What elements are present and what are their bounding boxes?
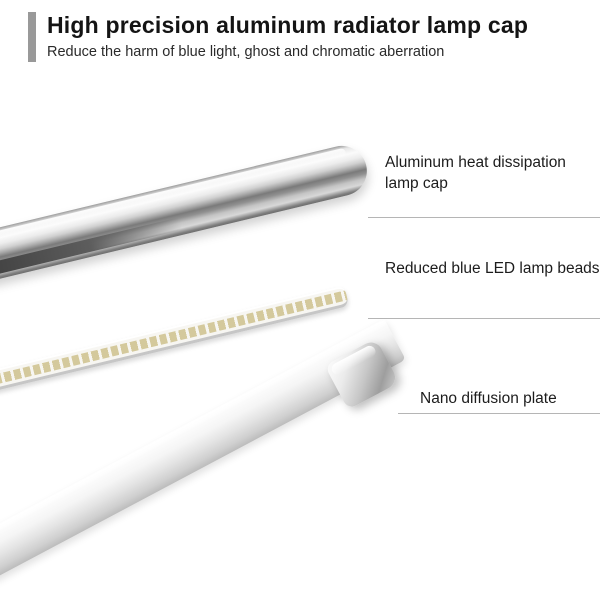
callout-line-diffusion-plate	[398, 413, 600, 414]
header: High precision aluminum radiator lamp ca…	[28, 12, 584, 62]
callout-line-lamp-cap	[368, 217, 600, 218]
title-accent-bar	[28, 12, 36, 62]
callout-label-diffusion-plate: Nano diffusion plate	[420, 390, 557, 407]
page-title: High precision aluminum radiator lamp ca…	[47, 12, 529, 38]
page-subtitle: Reduce the harm of blue light, ghost and…	[47, 44, 445, 61]
callout-label-lamp-cap: Aluminum heat dissipation lamp cap	[385, 154, 566, 193]
callout-line-led-beads	[368, 318, 600, 319]
header-text: High precision aluminum radiator lamp ca…	[47, 12, 528, 62]
callout-label-led-beads: Reduced blue LED lamp beads	[385, 260, 600, 277]
aluminum-lamp-cap-image	[0, 140, 373, 290]
